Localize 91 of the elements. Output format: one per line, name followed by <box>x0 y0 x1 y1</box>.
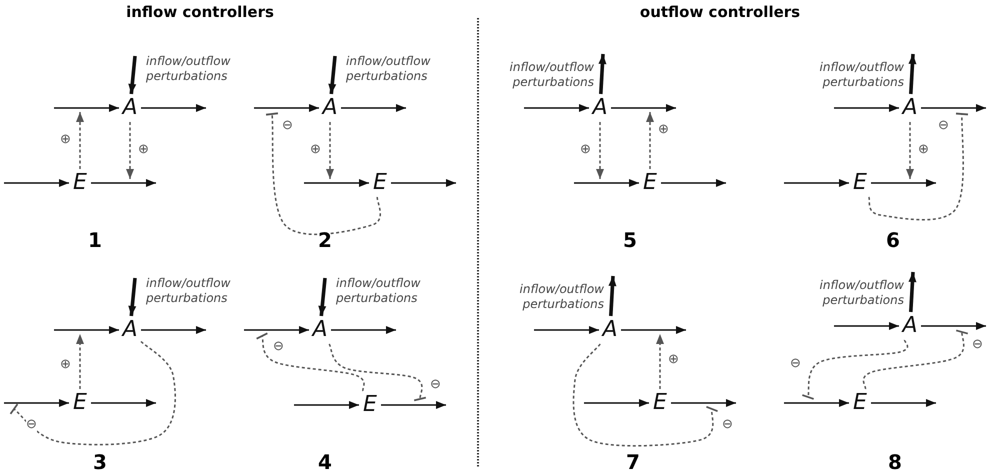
arrow <box>921 322 986 330</box>
arrow <box>784 179 849 187</box>
arrow <box>381 401 446 409</box>
inhibition-line <box>862 330 969 390</box>
node-label: A <box>899 94 921 122</box>
arrow <box>534 326 599 334</box>
arrow <box>621 326 686 334</box>
panel-number: 4 <box>318 450 332 472</box>
arrow <box>611 104 676 112</box>
node-label: E <box>849 169 871 197</box>
arrow <box>908 272 916 312</box>
arrow <box>254 104 319 112</box>
panel-number: 3 <box>93 450 107 472</box>
edge-label: inflow/outflow perturbations <box>146 276 232 306</box>
arrow <box>871 399 936 407</box>
arrow <box>294 401 359 409</box>
node-label: A <box>119 316 141 344</box>
arrow <box>391 179 456 187</box>
node-label: E <box>369 169 391 197</box>
node-label: A <box>599 316 621 344</box>
arrow <box>4 179 69 187</box>
panel-number: 2 <box>318 228 332 252</box>
regulation-arrow <box>76 334 84 389</box>
arrow <box>908 54 916 94</box>
regulation-arrow <box>906 122 914 179</box>
edge-label: inflow/outflow perturbations <box>336 276 422 306</box>
arrow <box>834 322 899 330</box>
node-label: A <box>899 312 921 340</box>
section-title: inflow controllers <box>126 3 274 21</box>
arrow <box>128 278 137 316</box>
node-label: A <box>119 94 141 122</box>
arrow <box>524 104 589 112</box>
arrow <box>671 399 736 407</box>
regulation-arrow <box>646 112 654 169</box>
inhibition-line <box>572 344 719 447</box>
arrow <box>141 326 206 334</box>
node-label: E <box>69 389 91 417</box>
inhibition-line <box>868 112 969 220</box>
edge-label: inflow/outflow perturbations <box>508 60 594 90</box>
arrow <box>141 104 206 112</box>
panel-number: 7 <box>626 450 640 472</box>
inhibition-line <box>801 340 908 400</box>
arrow <box>784 399 849 407</box>
arrow <box>244 326 309 334</box>
arrow <box>54 326 119 334</box>
arrow <box>871 179 936 187</box>
node-label: A <box>319 94 341 122</box>
arrow <box>91 399 156 407</box>
node-label: A <box>589 94 611 122</box>
sign-label: ⊖ <box>26 418 37 432</box>
edge-label: inflow/outflow perturbations <box>346 54 432 84</box>
section-title: outflow controllers <box>640 3 800 21</box>
inhibition-line <box>9 340 176 446</box>
edge-label: inflow/outflow perturbations <box>818 60 904 90</box>
arrow <box>91 179 156 187</box>
panel-number: 5 <box>623 228 637 252</box>
edge-label: inflow/outflow perturbations <box>146 54 232 84</box>
arrow <box>54 104 119 112</box>
panel-number: 8 <box>888 450 902 472</box>
arrow <box>128 56 137 94</box>
arrow <box>834 104 899 112</box>
edge-label: inflow/outflow perturbations <box>818 278 904 308</box>
regulation-arrow <box>656 334 664 389</box>
arrow <box>608 276 616 316</box>
node-label: A <box>309 316 331 344</box>
arrow <box>584 399 649 407</box>
arrow <box>4 399 69 407</box>
regulation-arrow <box>326 122 334 179</box>
regulation-arrow <box>126 122 134 179</box>
inhibition-line <box>255 333 365 392</box>
arrow <box>328 56 337 94</box>
panel-number: 6 <box>886 228 900 252</box>
node-label: E <box>649 389 671 417</box>
edge-label: inflow/outflow perturbations <box>518 282 604 312</box>
arrow <box>921 104 986 112</box>
arrow <box>598 54 606 94</box>
regulation-arrow <box>596 122 604 179</box>
panel-number: 1 <box>88 228 102 252</box>
arrow <box>661 179 726 187</box>
arrow <box>331 326 396 334</box>
inhibition-line <box>328 344 427 400</box>
node-label: E <box>359 391 381 419</box>
arrow <box>574 179 639 187</box>
arrow <box>318 278 327 316</box>
arrow <box>341 104 406 112</box>
node-label: E <box>69 169 91 197</box>
inhibition-line <box>265 112 382 236</box>
node-label: E <box>639 169 661 197</box>
regulation-arrow <box>76 112 84 169</box>
arrow <box>304 179 369 187</box>
node-label: E <box>849 389 871 417</box>
